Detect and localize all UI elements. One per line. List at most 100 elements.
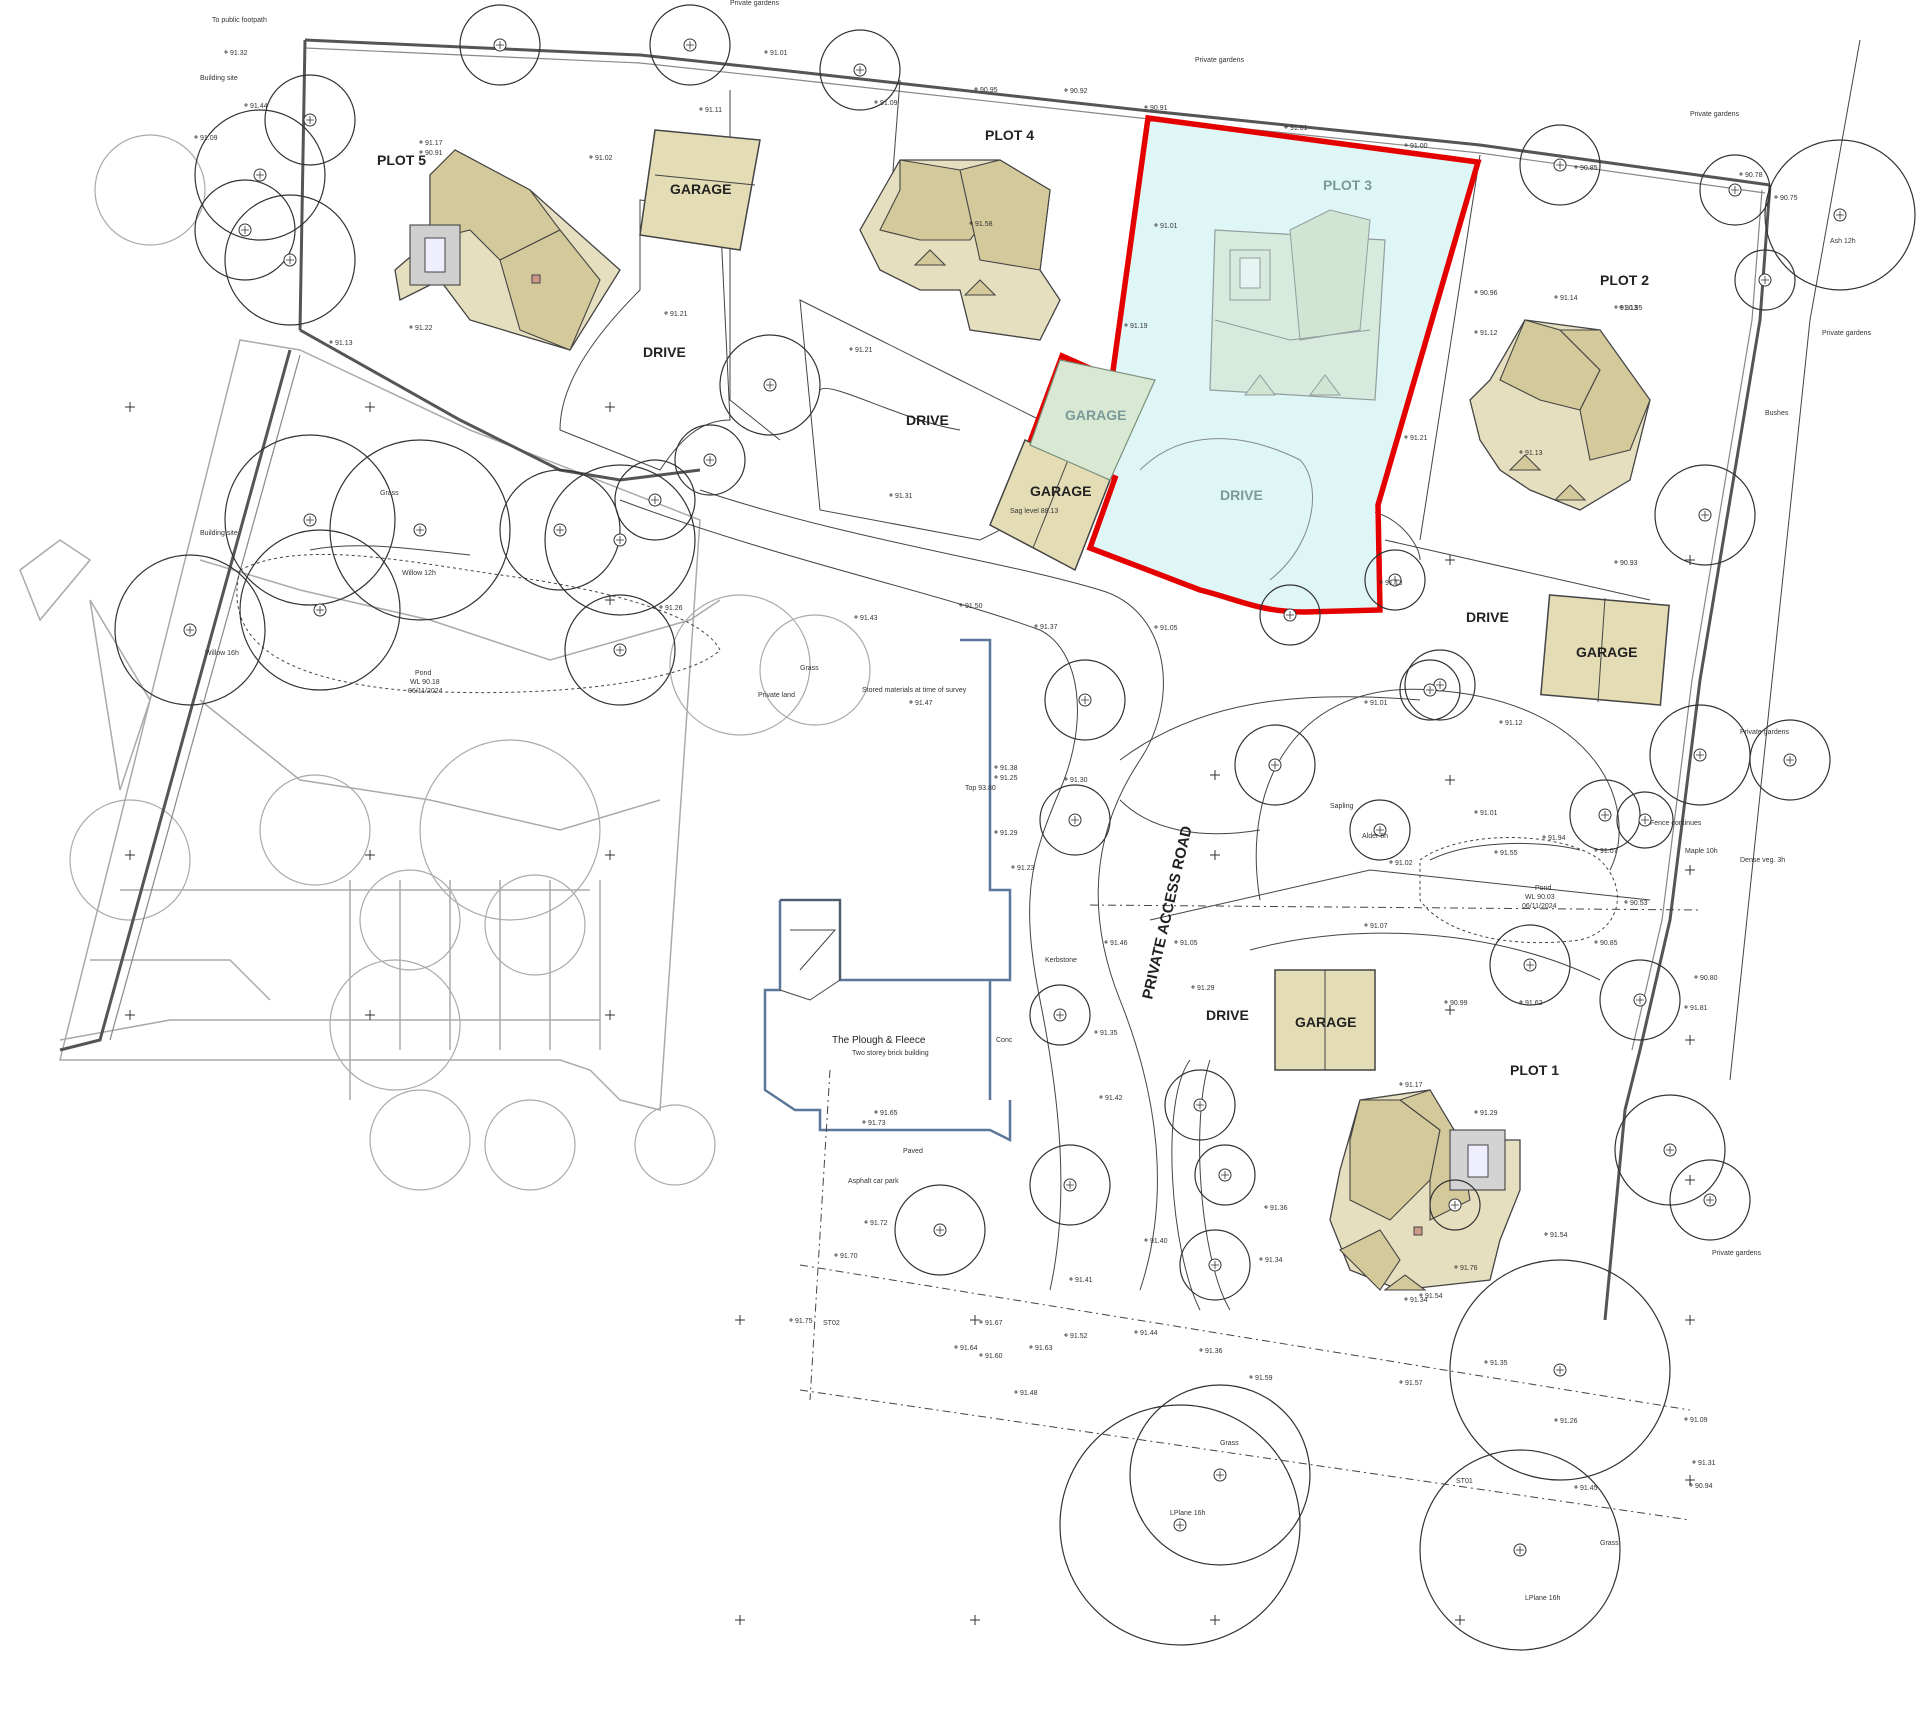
garage-label-plot-3: GARAGE [1065, 407, 1126, 423]
tree-trunk-cross [1211, 1261, 1219, 1269]
maple-note: Maple 10h [1685, 848, 1718, 855]
spot-level-mark [1404, 143, 1408, 147]
private-gardens-note-2: Private gardens [1195, 57, 1245, 64]
spot-level-mark [862, 1120, 866, 1124]
garage-plot-1 [1274, 969, 1376, 1071]
spot-level-mark [1144, 1238, 1148, 1242]
spot-level: 91.29 [1197, 985, 1215, 992]
spot-level: 91.54 [1550, 1232, 1568, 1239]
tree-trunk-cross [1601, 811, 1609, 819]
misc-annotations: To public footpath Building site Buildin… [200, 0, 1872, 1602]
spot-level: 91.45 [1580, 1485, 1598, 1492]
spot-level-mark [854, 615, 858, 619]
spot-level: 91.34 [1265, 1257, 1283, 1264]
plot-5-chimney [531, 274, 541, 284]
spot-level-mark [874, 100, 878, 104]
tree-trunk-cross [286, 256, 294, 264]
grid-cross [1685, 1475, 1695, 1485]
tree-trunk-cross [1196, 1101, 1204, 1109]
tree-trunk-cross [1836, 211, 1844, 219]
spot-level-mark [419, 140, 423, 144]
spot-level: 91.54 [1425, 1293, 1443, 1300]
conc-note: Conc [996, 1037, 1013, 1044]
existing-car-park-grey [19, 134, 871, 1191]
tree-trunk-cross [1176, 1521, 1184, 1529]
spot-level: 91.38 [1000, 765, 1018, 772]
plot-3-drive-curve [1139, 438, 1313, 581]
spot-level: 91.19 [1130, 323, 1148, 330]
drive-label-plot-5: DRIVE [643, 344, 686, 360]
spot-level-mark [1614, 560, 1618, 564]
spot-level-mark [1474, 330, 1478, 334]
spot-level: 91.07 [1600, 848, 1618, 855]
spot-level-mark [1199, 1348, 1203, 1352]
pond-right-date: 06/11/2024 [1522, 903, 1557, 910]
tree-trunk-cross [1066, 1181, 1074, 1189]
spot-level: 91.34 [1410, 1297, 1428, 1304]
grid-cross [365, 1010, 375, 1020]
spot-level: 91.43 [860, 615, 878, 622]
spot-level: 91.55 [1500, 850, 1518, 857]
spot-level: 91.22 [415, 325, 433, 332]
tree-trunk-cross [686, 41, 694, 49]
spot-level: 90.93 [1620, 560, 1638, 567]
spot-level-mark [889, 493, 893, 497]
grid-cross [735, 1615, 745, 1625]
spot-level: 90.96 [1480, 290, 1498, 297]
grid-cross [1455, 1615, 1465, 1625]
spot-level: 91.05 [1180, 940, 1198, 947]
spot-level: 91.46 [1110, 940, 1128, 947]
spot-level: 91.17 [425, 140, 443, 147]
spot-level-mark [834, 1253, 838, 1257]
spot-level-mark [1364, 700, 1368, 704]
spot-level: 91.09 [1690, 1417, 1708, 1424]
private-access-road-label: PRIVATE ACCESS ROAD [1139, 824, 1195, 1001]
pub-name: The Plough & Fleece [832, 1035, 926, 1046]
pond-left [236, 545, 721, 694]
private-gardens-note-1: Private gardens [730, 0, 780, 7]
spot-level-mark [1404, 1297, 1408, 1301]
spot-level: 90.91 [1150, 105, 1168, 112]
spot-level: 91.50 [965, 603, 983, 610]
spot-level: 91.42 [1105, 1095, 1123, 1102]
drive-labels: DRIVE DRIVE DRIVE DRIVE DRIVE [643, 344, 1509, 1023]
grid-cross [605, 850, 615, 860]
spot-level-mark [1519, 450, 1523, 454]
spot-level: 90.75 [1780, 195, 1798, 202]
spot-level-mark [1494, 850, 1498, 854]
spot-level-mark [959, 603, 963, 607]
tree-trunk-cross [856, 66, 864, 74]
pub-description: Two storey brick building [852, 1050, 929, 1057]
plot-1-chimney [1413, 1226, 1423, 1236]
tree-trunk-cross [1526, 961, 1534, 969]
plot-labels: PLOT 1 PLOT 2 PLOT 3 PLOT 4 PLOT 5 [377, 127, 1649, 1078]
garage-label-plot-1: GARAGE [1295, 1014, 1356, 1030]
spot-level-mark [1174, 940, 1178, 944]
tree-trunk-cross [416, 526, 424, 534]
grid-cross [1210, 1615, 1220, 1625]
spot-level: 91.47 [915, 700, 933, 707]
spot-level-mark [1619, 305, 1623, 309]
spot-level-mark [1029, 1345, 1033, 1349]
spot-level-mark [1379, 580, 1383, 584]
tree-trunk-cross [1666, 1146, 1674, 1154]
plot-4-house [859, 159, 1061, 341]
spot-level-mark [1474, 810, 1478, 814]
grid-cross [125, 850, 135, 860]
sapling-note: Sapling [1330, 803, 1353, 810]
spot-level-mark [1444, 1000, 1448, 1004]
garage-plot-5 [639, 129, 761, 251]
pond-right-wl: WL 90.03 [1525, 894, 1555, 901]
garage-plot-3 [1029, 359, 1156, 481]
grass-note-4: Grass [1600, 1540, 1619, 1547]
spot-level-mark [1519, 1000, 1523, 1004]
kerbstone-note: Kerbstone [1045, 957, 1077, 964]
spot-level: 91.37 [1040, 624, 1058, 631]
tree-trunk-cross [1436, 681, 1444, 689]
spot-level: 90.95 [1625, 305, 1643, 312]
tree-trunk-cross [616, 536, 624, 544]
tree-trunk-cross [1271, 761, 1279, 769]
spot-level-mark [1542, 835, 1546, 839]
spot-level-mark [1069, 1277, 1073, 1281]
